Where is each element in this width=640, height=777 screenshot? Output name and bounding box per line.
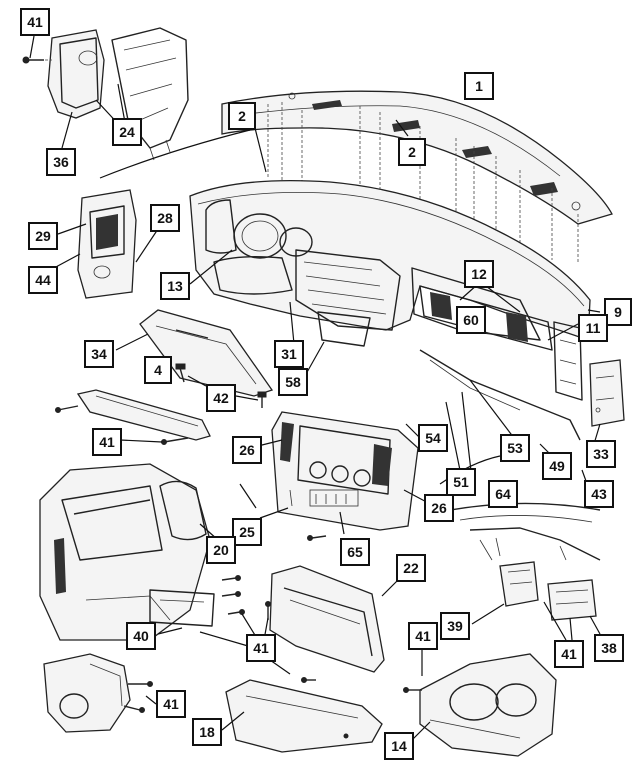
callout-54: 54 xyxy=(418,424,448,452)
steering-column-inset xyxy=(43,653,153,733)
callout-43: 43 xyxy=(584,480,614,508)
callout-41-mid-left: 41 xyxy=(92,428,122,456)
callout-13: 13 xyxy=(160,272,190,300)
callout-58: 58 xyxy=(278,368,308,396)
callout-42: 42 xyxy=(206,384,236,412)
callout-53: 53 xyxy=(500,434,530,462)
callout-22: 22 xyxy=(396,554,426,582)
callout-2-left: 2 xyxy=(228,102,256,130)
callout-31: 31 xyxy=(274,340,304,368)
callout-36: 36 xyxy=(46,148,76,176)
callout-39: 39 xyxy=(440,612,470,640)
callout-41-center-bottom: 41 xyxy=(246,634,276,662)
callout-51: 51 xyxy=(446,468,476,496)
screw-top-left xyxy=(22,56,44,64)
callout-34: 34 xyxy=(84,340,114,368)
callout-1: 1 xyxy=(464,72,494,100)
callout-65: 65 xyxy=(340,538,370,566)
callout-28: 28 xyxy=(150,204,180,232)
callout-25: 25 xyxy=(232,518,262,546)
end-cap-assembly xyxy=(40,27,189,161)
callout-9: 9 xyxy=(604,298,632,326)
callout-14: 14 xyxy=(384,732,414,760)
screws-lower-left xyxy=(221,535,327,683)
hvac-duct-inset xyxy=(439,502,601,621)
lower-right-panel xyxy=(269,565,385,673)
callout-4: 4 xyxy=(144,356,172,384)
callout-41-right-bottom: 41 xyxy=(408,622,438,650)
callout-41-bottom-left: 41 xyxy=(156,690,186,718)
lower-left-trim-panel xyxy=(39,463,215,641)
glove-box-door xyxy=(139,309,274,397)
callout-44: 44 xyxy=(28,266,58,294)
left-vent-bezel xyxy=(77,189,137,299)
instrument-panel-top-cover xyxy=(221,90,613,225)
callout-41-right-mid: 41 xyxy=(554,640,584,668)
callout-2-right: 2 xyxy=(398,138,426,166)
callout-40: 40 xyxy=(126,622,156,650)
right-end-cap xyxy=(589,359,625,427)
callout-29: 29 xyxy=(28,222,58,250)
callout-64: 64 xyxy=(488,480,518,508)
callout-12: 12 xyxy=(464,260,494,288)
callout-26-right: 26 xyxy=(424,494,454,522)
callout-26-left: 26 xyxy=(232,436,262,464)
callout-24: 24 xyxy=(112,118,142,146)
callout-18: 18 xyxy=(192,718,222,746)
instrument-panel-frame xyxy=(189,179,591,441)
lower-knee-bolster-trim xyxy=(225,679,383,753)
callout-38: 38 xyxy=(594,634,624,662)
knee-bracket xyxy=(55,389,211,445)
bolt-42 xyxy=(175,363,186,383)
callout-49: 49 xyxy=(542,452,572,480)
cover-clip-guides xyxy=(267,102,579,262)
callout-11: 11 xyxy=(578,314,608,342)
bolt-near-42 xyxy=(257,391,267,408)
callout-41-top-left: 41 xyxy=(20,8,50,36)
center-bezel xyxy=(271,411,419,531)
callout-33: 33 xyxy=(586,440,616,468)
callout-20: 20 xyxy=(206,536,236,564)
floor-duct xyxy=(403,653,557,757)
callout-60: 60 xyxy=(456,306,486,334)
